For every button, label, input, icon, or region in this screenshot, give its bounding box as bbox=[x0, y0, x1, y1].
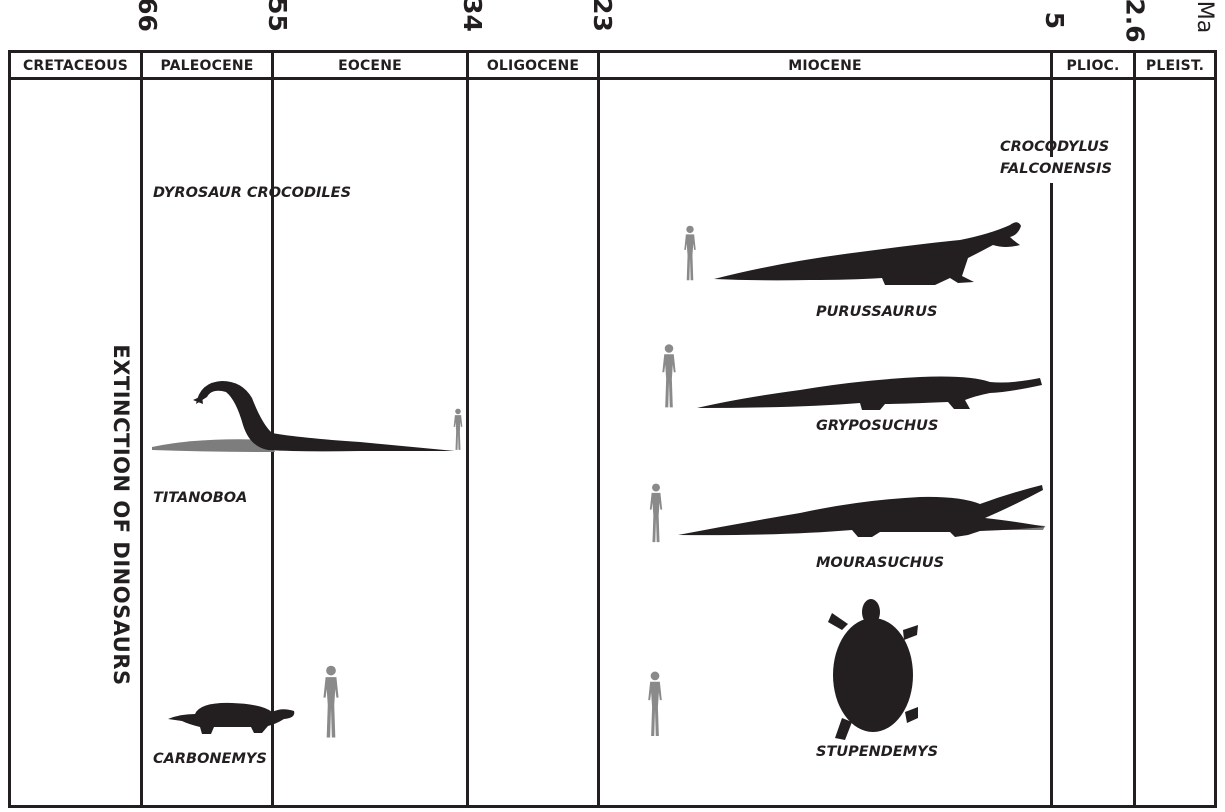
human-figure-carbonemys bbox=[323, 666, 338, 738]
purussaurus-silhouette bbox=[714, 222, 1021, 285]
titanoboa-silhouette bbox=[152, 381, 455, 452]
human-figure-stupendemys bbox=[648, 672, 662, 737]
human-figure-purussaurus bbox=[684, 226, 695, 281]
human-figure-gryposuchus bbox=[662, 344, 675, 407]
human-scale-figures bbox=[323, 226, 695, 738]
human-figure-titanoboa bbox=[454, 409, 463, 450]
carbonemys-silhouette bbox=[168, 703, 294, 734]
mourasuchus-silhouette bbox=[678, 485, 1046, 537]
stupendemys-silhouette bbox=[828, 599, 918, 740]
human-figure-mourasuchus bbox=[650, 484, 662, 543]
gryposuchus-silhouette bbox=[697, 377, 1042, 410]
